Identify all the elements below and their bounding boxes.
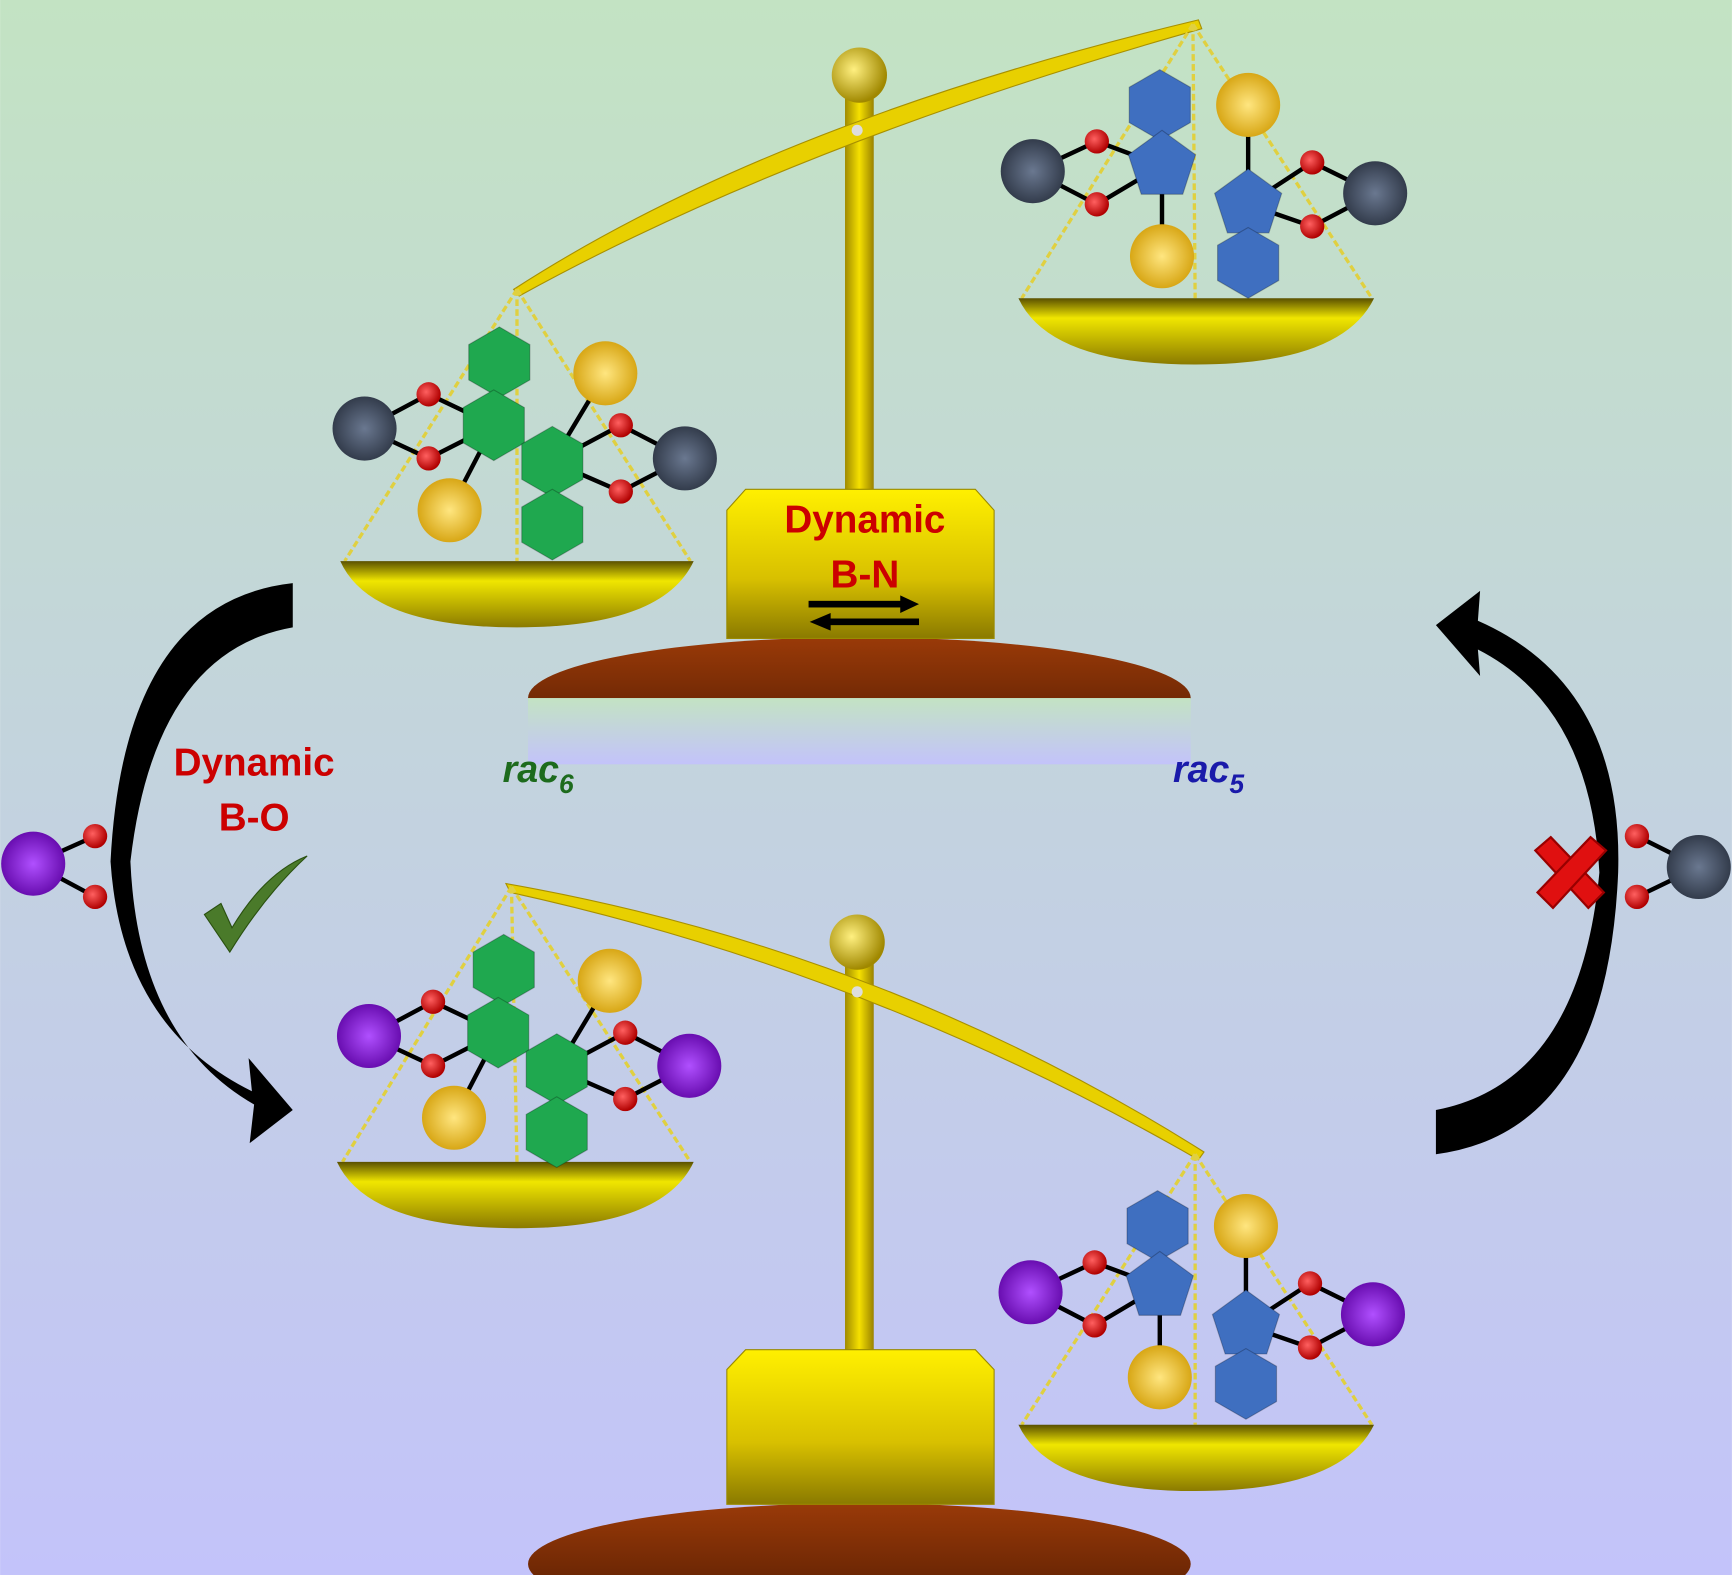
oxygen-sphere [1297,1271,1323,1296]
oxygen-sphere [1624,823,1650,849]
oxygen-sphere [608,413,633,438]
oxygen-sphere [1297,1335,1323,1360]
cross-icon [1533,835,1608,910]
rac5-main: rac [1173,748,1229,790]
metal-sphere [998,1260,1063,1325]
blue-pentagonal-molecule [998,1190,1405,1420]
green-hexagonal-molecule [336,933,722,1169]
metal-sphere [1340,1282,1405,1347]
metal-sphere [1,831,66,896]
oxygen-sphere [1300,214,1325,239]
oxygen-sphere [420,1053,446,1078]
oxygen-sphere [420,989,446,1014]
metal-sphere [1343,161,1408,226]
metal-sphere [336,1003,402,1069]
bottom-left-chains [341,886,692,1163]
top-balance-post [845,93,874,498]
oxygen-sphere [613,1086,638,1112]
gold-sphere [573,341,638,406]
oxygen-sphere [416,446,441,471]
molecules [1,68,1731,1420]
bottom-balance-post [845,960,874,1353]
oxygen-sphere [1084,129,1109,154]
pentagonal-block [1127,129,1197,195]
gold-sphere [1213,1193,1278,1259]
bottom-balance-base [528,1503,1191,1575]
hexagonal-block [1214,1347,1278,1420]
green-hexagonal-molecule [332,326,717,561]
hexagonal-block [1217,226,1280,299]
oxygen-sphere [1084,192,1109,217]
gold-sphere [1129,224,1195,289]
equilibrium-arrows-icon [808,595,920,631]
checkmark-icon [203,855,308,954]
top-left-pan [340,561,694,628]
top-balance-box [726,488,995,639]
metal-sphere [657,1033,722,1098]
metal-sphere [1666,834,1731,900]
rac6-subscript: 6 [559,769,574,799]
oxygen-sphere [1300,150,1325,175]
top-balance-beam [512,19,1203,297]
bottom-balance [336,882,1375,1575]
rac6-label: rac6 [503,748,574,799]
oxygen-sphere [608,479,633,504]
oxygen-sphere [82,884,108,909]
oxygen-sphere [1082,1313,1107,1338]
curved-arrow-icon [110,583,293,1144]
bottom-balance-box [726,1349,995,1505]
bo-label-line1: Dynamic [174,741,335,784]
gold-sphere [1127,1345,1192,1410]
bottom-left-pan [336,1161,694,1229]
bn-label-line1: Dynamic [784,498,945,541]
rac5-subscript: 5 [1229,769,1245,799]
oxygen-sphere [416,382,441,407]
gold-sphere [577,948,642,1013]
bottom-right-pan [1018,1424,1375,1492]
top-balance-pivot [851,124,863,136]
oxygen-sphere [613,1020,638,1045]
bn-label-line2: B-N [831,554,900,597]
pentagonal-block [1125,1250,1195,1316]
hexagonal-block [525,1096,588,1169]
metal-sphere [332,396,397,461]
gold-sphere [417,478,482,543]
bottom-balance-pivot [851,986,863,998]
blue-pentagonal-molecule [1000,68,1408,299]
purple-diol-reagent [1,823,108,909]
bo-label-line2: B-O [219,797,290,840]
top-right-chains [1020,23,1374,300]
rac6-main: rac [503,748,559,790]
oxygen-sphere [1624,884,1650,909]
gold-sphere [421,1085,487,1150]
oxygen-sphere [1082,1250,1107,1275]
gold-sphere [1216,72,1281,137]
top-balance-knob [831,47,887,103]
oxygen-sphere [82,823,108,849]
rac5-label: rac5 [1173,748,1245,799]
curved-arrow-icon [1435,590,1619,1155]
metal-sphere [652,426,717,491]
top-balance: Dynamic B-N [340,19,1375,765]
dark-diol-reagent [1624,823,1731,909]
hexagonal-block [521,488,584,561]
hexagonal-block [462,389,525,462]
top-right-pan [1018,298,1375,365]
bottom-balance-knob [829,914,885,970]
hexagonal-block [467,996,530,1069]
metal-sphere [1000,139,1065,204]
